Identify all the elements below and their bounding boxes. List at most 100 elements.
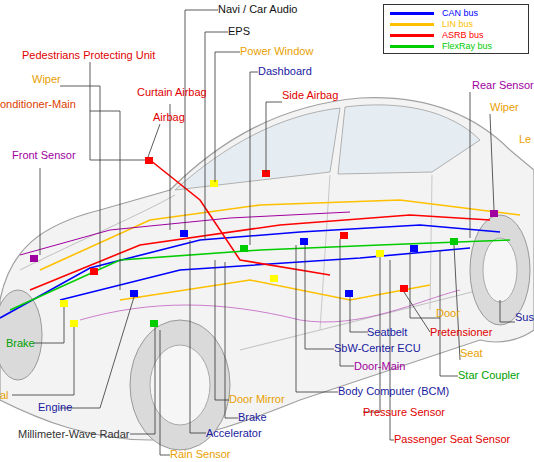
ecu	[210, 180, 218, 187]
legend-row: CAN bus	[390, 8, 522, 19]
part-label: Power Window	[240, 45, 313, 58]
leader-line	[90, 111, 120, 290]
part-label: Rear Sensor	[472, 79, 534, 92]
ecu	[376, 250, 384, 257]
part-label: Seat	[460, 347, 483, 360]
leader-line	[190, 240, 206, 433]
part-label: Dashboard	[258, 65, 312, 78]
leader-line	[130, 327, 155, 434]
legend-swatch	[390, 12, 434, 15]
leader-line	[404, 292, 430, 332]
leader-line	[60, 86, 100, 268]
part-label: Brake	[238, 411, 267, 424]
legend-row: LIN bus	[390, 19, 522, 30]
leader-line	[148, 124, 160, 157]
ecu	[145, 157, 153, 164]
part-label: Millimeter-Wave Radar	[18, 428, 129, 441]
windshield	[175, 108, 340, 190]
leader-lines	[12, 10, 515, 455]
ecu	[400, 285, 408, 292]
wire	[80, 290, 460, 322]
bus-wires	[0, 160, 520, 322]
part-label: Side Airbag	[282, 89, 338, 102]
flexray-wire	[10, 240, 510, 310]
part-label: Accelerator	[206, 427, 262, 440]
leader-line	[266, 102, 282, 172]
part-label: Sus	[515, 311, 534, 324]
ecu	[410, 245, 418, 252]
ecu	[70, 320, 78, 327]
ecu	[150, 320, 158, 327]
part-label: Curtain Airbag	[137, 86, 207, 99]
leader-line	[250, 72, 258, 245]
part-label: Airbag	[153, 111, 185, 124]
legend-text: CAN bus	[442, 8, 478, 19]
part-label: Pressure Sensor	[363, 406, 445, 419]
hood-line	[20, 195, 175, 270]
ecu	[340, 232, 348, 239]
ecu	[345, 290, 353, 297]
part-label: Door-Main	[354, 360, 405, 373]
legend-row: FlexRay bus	[390, 41, 522, 52]
part-label: EPS	[228, 25, 250, 38]
leader-line	[185, 10, 218, 230]
part-label: Le	[519, 133, 531, 146]
part-label: Pretensioner	[430, 326, 492, 339]
car-body	[0, 98, 534, 450]
leader-line	[454, 245, 460, 360]
part-label: Body Computer (BCM)	[338, 385, 449, 398]
asrb-wire	[30, 215, 490, 290]
lin-wire	[40, 200, 520, 270]
part-label: Star Coupler	[458, 369, 520, 382]
side-window	[338, 105, 480, 174]
legend-row: ASRB bus	[390, 30, 522, 41]
ecu	[180, 230, 188, 237]
legend-box: CAN busLIN busASRB busFlexRay bus	[383, 4, 529, 54]
part-label: Rain Sensor	[170, 448, 231, 461]
part-label: Wiper	[32, 73, 61, 86]
part-label: SbW-Center ECU	[334, 342, 421, 355]
leader-line	[215, 260, 229, 400]
part-label: onditioner-Main	[0, 98, 76, 111]
part-label: Front Sensor	[12, 149, 76, 162]
part-label: Door Mirror	[229, 393, 285, 406]
leader-line	[40, 168, 41, 255]
leader-line	[60, 297, 134, 408]
leader-line	[350, 297, 368, 332]
ecu	[130, 290, 138, 297]
leader-line	[470, 92, 471, 238]
legend-swatch	[390, 34, 434, 37]
left-wheel	[0, 290, 42, 380]
ecu	[30, 255, 38, 262]
legend-text: ASRB bus	[442, 30, 484, 41]
part-label: Passenger Seat Sensor	[394, 433, 510, 446]
leader-line	[500, 300, 515, 322]
part-label: Wiper	[490, 101, 519, 114]
ecu	[450, 238, 458, 245]
legend-swatch	[390, 23, 434, 26]
leader-line	[490, 114, 494, 210]
leader-line	[205, 32, 228, 240]
ecu	[90, 268, 98, 275]
legend-text: LIN bus	[442, 19, 473, 30]
lin-wire	[120, 280, 430, 300]
body-outline	[0, 98, 534, 440]
ecu	[270, 275, 278, 282]
ecu	[240, 245, 248, 252]
front-rim	[150, 345, 210, 425]
ecu	[490, 210, 498, 217]
part-label: Brake	[6, 337, 35, 350]
leader-line	[296, 245, 338, 392]
part-label: Engine	[38, 401, 72, 414]
rear-rim	[483, 238, 517, 302]
part-label: Seatbelt	[367, 326, 407, 339]
part-label: Door	[436, 307, 460, 320]
part-label: Navi / Car Audio	[218, 3, 297, 16]
can-wire	[60, 248, 470, 300]
part-label: Pedestrians Protecting Unit	[22, 49, 155, 62]
ecu	[60, 300, 68, 307]
ecu	[300, 238, 308, 245]
leader-line	[160, 330, 170, 455]
legend-swatch	[390, 45, 434, 48]
legend-text: FlexRay bus	[442, 41, 492, 52]
